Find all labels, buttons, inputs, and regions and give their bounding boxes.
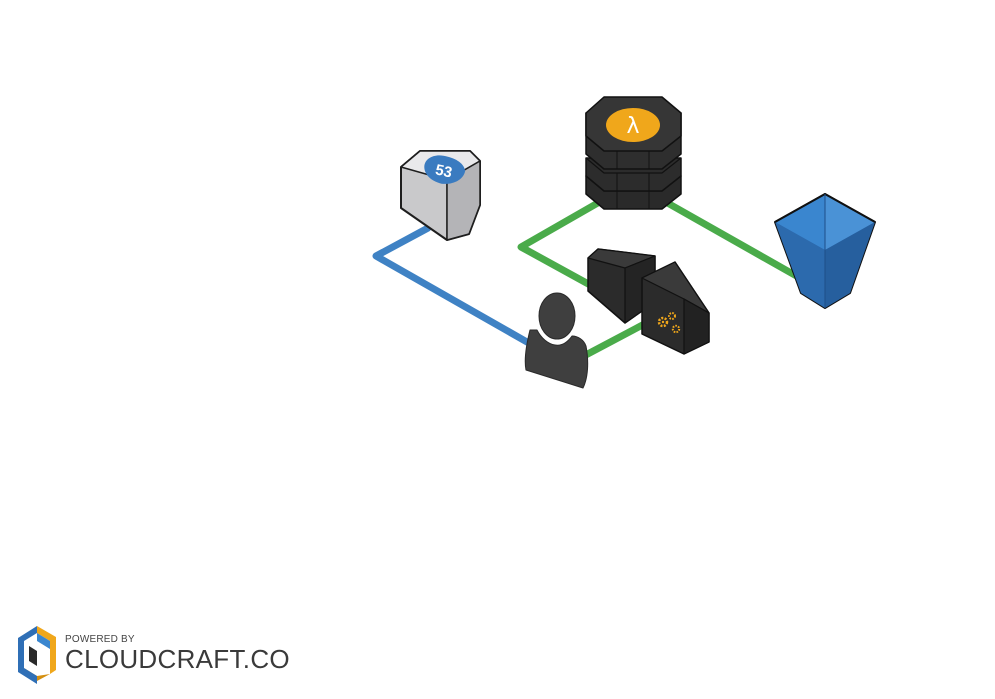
user-node[interactable]: [524, 292, 589, 389]
route53-node[interactable]: 53: [400, 150, 481, 241]
api-gateway-node[interactable]: [587, 248, 710, 355]
s3-bucket-node[interactable]: [774, 192, 876, 309]
gears-icon: [657, 312, 681, 334]
lambda-icon: λ: [606, 108, 660, 142]
cloudcraft-logo: [17, 624, 58, 685]
lambda-glyph: λ: [626, 114, 639, 139]
apigateway-lambda-link: [517, 196, 607, 290]
lambda-s3-link: [660, 197, 804, 282]
cloudcraft-brand-name[interactable]: CLOUDCRAFT.CO: [65, 644, 290, 674]
s3-bucket-icon: [774, 192, 876, 308]
user-icon: [524, 292, 589, 389]
powered-by-label: POWERED BY: [65, 634, 135, 645]
lambda-node[interactable]: λ: [585, 96, 682, 210]
user-apigateway-link: [578, 317, 654, 361]
route53-badge-text: 53: [434, 161, 454, 181]
route53-icon: 53: [424, 155, 466, 184]
route53-user-link: [372, 224, 538, 350]
